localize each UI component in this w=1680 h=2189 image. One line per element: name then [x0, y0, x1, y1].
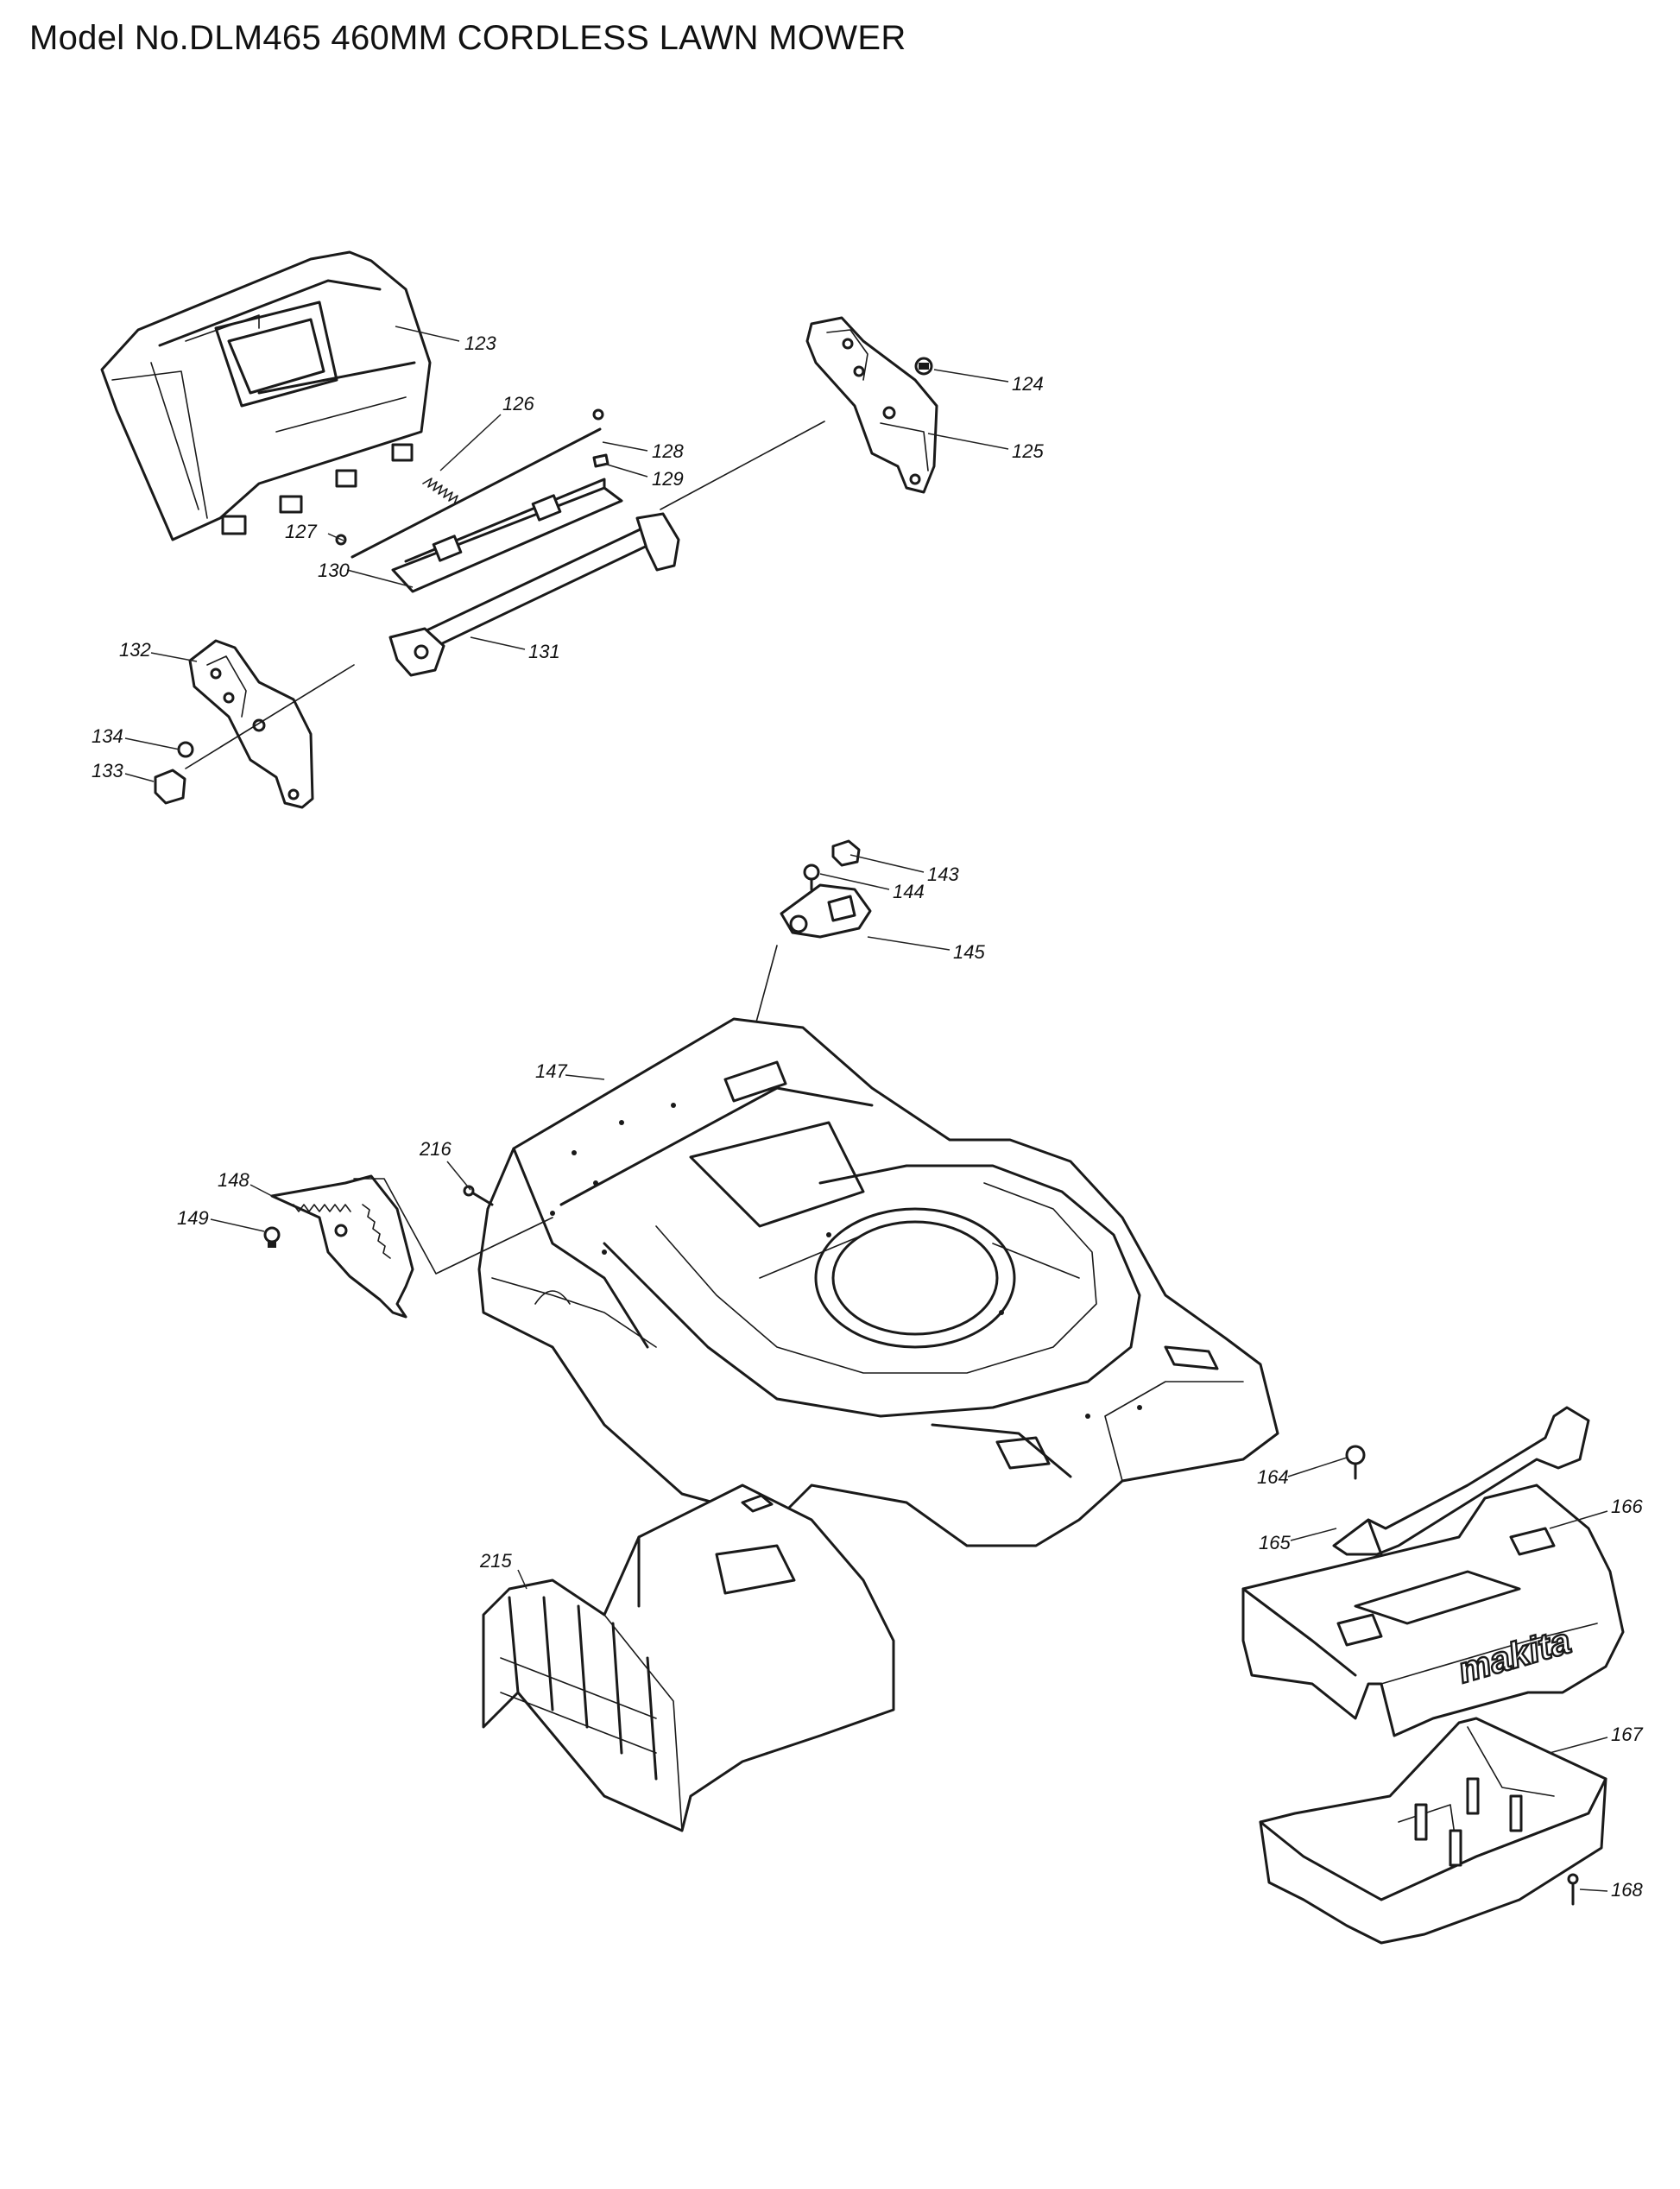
callout-129: 129 — [652, 468, 684, 490]
part-164-screw — [1345, 1445, 1366, 1480]
part-133-nut — [154, 769, 186, 805]
callout-165: 165 — [1259, 1532, 1291, 1553]
callout-148: 148 — [218, 1169, 249, 1191]
callout-144: 144 — [893, 881, 925, 902]
callout-149: 149 — [177, 1207, 209, 1229]
callout-128: 128 — [652, 440, 684, 462]
part-166-battery-cover: makita — [1241, 1484, 1625, 1737]
callout-167: 167 — [1611, 1724, 1643, 1745]
callout-216: 216 — [419, 1138, 452, 1160]
part-125-bracket — [805, 316, 938, 494]
callout-132: 132 — [119, 639, 151, 661]
part-148-height-plate — [270, 1174, 414, 1319]
part-124-screw — [914, 357, 933, 376]
part-130-latch-plate — [391, 478, 623, 593]
part-216-screw — [463, 1185, 494, 1206]
callout-145: 145 — [953, 941, 985, 963]
callout-164: 164 — [1257, 1466, 1289, 1488]
callout-143: 143 — [927, 864, 959, 885]
part-147-deck — [477, 1017, 1279, 1547]
assembly-line — [353, 1178, 553, 1275]
callout-166: 166 — [1611, 1496, 1643, 1517]
assembly-line — [185, 664, 355, 769]
part-126-rod-spring — [335, 408, 609, 559]
part-167-battery-tray — [1259, 1717, 1607, 1945]
leader-lines — [124, 326, 1608, 1892]
callout-215: 215 — [479, 1550, 512, 1572]
callout-126: 126 — [502, 393, 534, 414]
assembly-line — [660, 421, 825, 510]
part-144-screw — [803, 864, 820, 891]
page-title: Model No.DLM465 460MM CORDLESS LAWN MOWE… — [29, 19, 906, 57]
callout-147: 147 — [535, 1060, 567, 1082]
callout-130: 130 — [318, 560, 350, 581]
callout-127: 127 — [285, 521, 317, 542]
part-145-guide — [780, 883, 872, 939]
part-215-chute — [482, 1484, 895, 1832]
callout-125: 125 — [1012, 440, 1044, 462]
part-134-screw — [177, 741, 194, 758]
part-149-screw — [263, 1226, 281, 1248]
callout-124: 124 — [1012, 373, 1044, 395]
part-131-axle — [388, 512, 680, 677]
callout-134: 134 — [92, 725, 123, 747]
part-123-cover — [100, 250, 432, 541]
part-143-cap — [831, 839, 861, 867]
callout-133: 133 — [92, 760, 123, 781]
part-168-screw — [1567, 1873, 1579, 1906]
callout-168: 168 — [1611, 1879, 1643, 1901]
part-132-bracket — [188, 639, 314, 809]
callout-131: 131 — [528, 641, 560, 662]
callout-123: 123 — [464, 332, 496, 354]
part-165-handle — [1332, 1406, 1590, 1556]
